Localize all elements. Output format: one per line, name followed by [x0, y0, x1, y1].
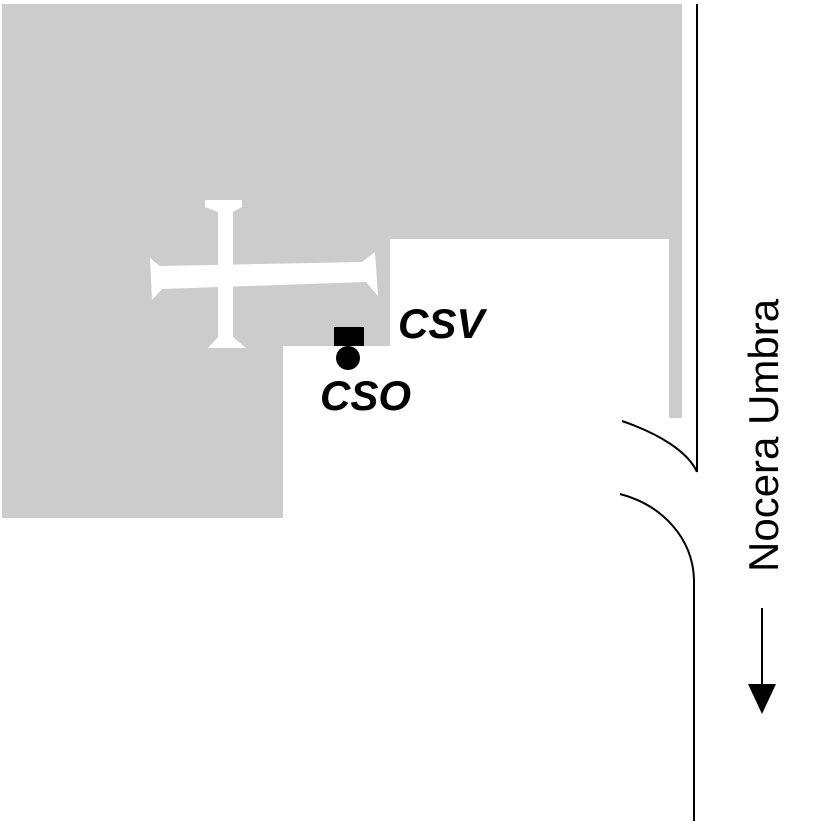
csv-marker: [334, 327, 364, 346]
csv-label: CSV: [398, 300, 487, 347]
site-area: [2, 4, 682, 518]
arrow-down-icon: [748, 608, 776, 714]
road-label: Nocera Umbra: [740, 298, 787, 572]
cross-icon: [150, 200, 378, 348]
cso-marker: [336, 346, 360, 370]
road-outline: [619, 4, 698, 821]
cso-label: CSO: [320, 372, 411, 419]
